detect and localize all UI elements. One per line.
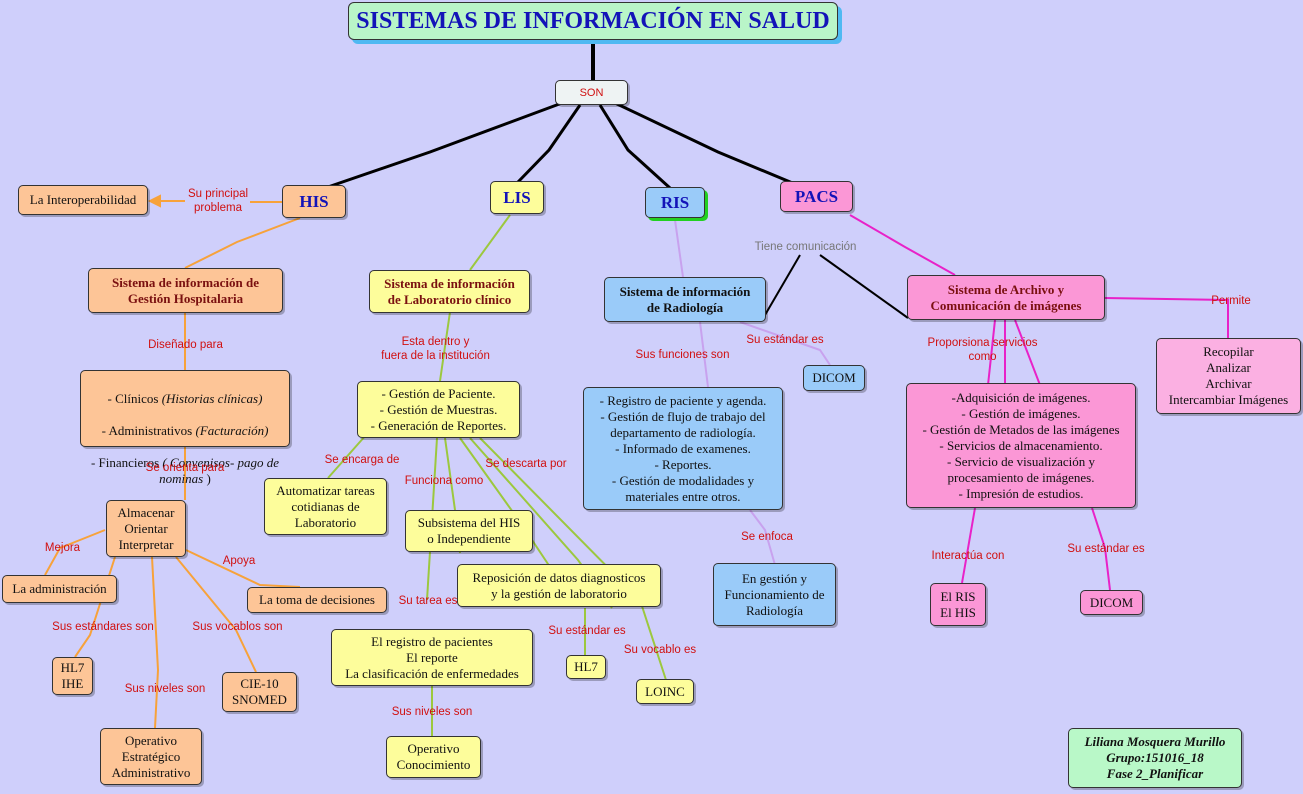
lis-niveles-node[interactable]: Operativo Conocimiento xyxy=(386,736,481,778)
ris-enfoca-node[interactable]: En gestión y Funcionamiento de Radiologí… xyxy=(713,563,836,626)
label-su-estandar-es-ris: Su estándar es xyxy=(746,334,824,346)
lis-definition-node[interactable]: Sistema de información de Laboratorio cl… xyxy=(369,270,530,313)
label-funciona-como: Funciona como xyxy=(404,475,484,487)
his-type-administrativos: - Administrativos (Facturación) xyxy=(101,423,269,438)
ris-dicom-node[interactable]: DICOM xyxy=(803,365,865,391)
label-disenado-para: Diseñado para xyxy=(148,339,223,351)
pacs-ris-his-node[interactable]: El RIS El HIS xyxy=(930,583,986,626)
link-ris-comm xyxy=(764,254,801,316)
lis-reposicion-node[interactable]: Reposición de datos diagnosticos y la ge… xyxy=(457,564,661,607)
label-su-estandar-es-lis: Su estándar es xyxy=(548,625,626,637)
link-son-ris xyxy=(598,104,672,190)
pacs-node[interactable]: PACS xyxy=(780,181,853,212)
his-links xyxy=(44,194,301,729)
label-su-vocablo-es: Su vocablo es xyxy=(623,644,697,656)
label-se-orienta-para: Se orienta para xyxy=(145,462,225,474)
lis-node[interactable]: LIS xyxy=(490,181,544,214)
his-definition-node[interactable]: Sistema de información de Gestión Hospit… xyxy=(88,268,283,313)
label-interactua-con: Interactúa con xyxy=(931,550,1005,562)
label-sus-niveles-son-lis: Sus niveles son xyxy=(391,706,473,718)
label-permite: Permite xyxy=(1211,295,1251,307)
cie-snomed-node[interactable]: CIE-10 SNOMED xyxy=(222,672,297,712)
lis-hl7-node[interactable]: HL7 xyxy=(566,655,606,679)
label-se-encarga-de: Se encarga de xyxy=(324,454,400,466)
label-proporsiona: Proporsiona servicios como xyxy=(927,337,1038,363)
link-son-lis xyxy=(516,104,582,184)
label-se-enfoca: Se enfoca xyxy=(741,531,793,543)
link-pacs-comm xyxy=(819,254,909,319)
his-type-financieros: - Financieros ( Convenisos- pago de nomi… xyxy=(90,455,280,486)
pacs-servicios-node[interactable]: -Adquisición de imágenes. - Gestión de i… xyxy=(906,383,1136,508)
link-son-his xyxy=(324,101,563,190)
lis-registro-node[interactable]: El registro de pacientes El reporte La c… xyxy=(331,629,533,686)
ris-node[interactable]: RIS xyxy=(645,187,705,218)
label-sus-niveles-son-his: Sus niveles son xyxy=(124,683,206,695)
lis-subsistema-node[interactable]: Subsistema del HIS o Independiente xyxy=(405,510,533,552)
interoperabilidad-node[interactable]: La Interoperabilidad xyxy=(18,185,148,215)
hl7-ihe-node[interactable]: HL7 IHE xyxy=(52,657,93,695)
his-node[interactable]: HIS xyxy=(282,185,346,218)
pacs-definition-node[interactable]: Sistema de Archivo y Comunicación de imá… xyxy=(907,275,1105,320)
label-su-tarea-es: Su tarea es xyxy=(398,595,458,607)
label-sus-vocablos-son: Sus vocablos son xyxy=(192,621,283,633)
label-se-descarta-por: Se descarta por xyxy=(485,458,567,470)
pacs-permite-node[interactable]: Recopilar Analizar Archivar Intercambiar… xyxy=(1156,338,1301,414)
label-su-estandar-es-pacs: Su estándar es xyxy=(1067,543,1145,555)
lis-gestion-node[interactable]: - Gestión de Paciente. - Gestión de Mues… xyxy=(357,381,520,438)
son-connector: SON xyxy=(555,80,628,105)
ris-definition-node[interactable]: Sistema de información de Radiología xyxy=(604,277,766,322)
label-tiene-comunicacion: Tiene comunicación xyxy=(754,241,857,253)
label-apoya: Apoya xyxy=(222,555,256,567)
label-sus-funciones-son: Sus funciones son xyxy=(635,349,730,361)
map-title: SISTEMAS DE INFORMACIÓN EN SALUD xyxy=(348,2,838,40)
lis-automatizar-node[interactable]: Automatizar tareas cotidianas de Laborat… xyxy=(264,478,387,535)
pacs-links xyxy=(849,214,1229,591)
toma-decisiones-node[interactable]: La toma de decisiones xyxy=(247,587,387,613)
label-mejora: Mejora xyxy=(44,542,81,554)
link-son-pacs xyxy=(614,101,796,186)
his-niveles-node[interactable]: Operativo Estratégico Administrativo xyxy=(100,728,202,785)
his-orienta-node[interactable]: Almacenar Orientar Interpretar xyxy=(106,500,186,557)
author-node: Liliana Mosquera Murillo Grupo:151016_18… xyxy=(1068,728,1242,788)
ris-funciones-node[interactable]: - Registro de paciente y agenda. - Gesti… xyxy=(583,387,783,510)
his-types-node[interactable]: - Clínicos (Historias clínicas) - Admini… xyxy=(80,370,290,486)
his-type-clinicos: - Clínicos (Historias clínicas) xyxy=(107,391,263,406)
pacs-dicom-node[interactable]: DICOM xyxy=(1080,590,1143,615)
loinc-node[interactable]: LOINC xyxy=(636,679,694,704)
label-su-principal-problema: Su principal problema xyxy=(187,188,249,214)
administracion-node[interactable]: La administración xyxy=(2,575,117,603)
label-sus-estandares-son: Sus estándares son xyxy=(52,621,154,633)
ris-links xyxy=(674,219,831,566)
label-esta-dentro: Esta dentro y fuera de la institución xyxy=(381,336,490,362)
